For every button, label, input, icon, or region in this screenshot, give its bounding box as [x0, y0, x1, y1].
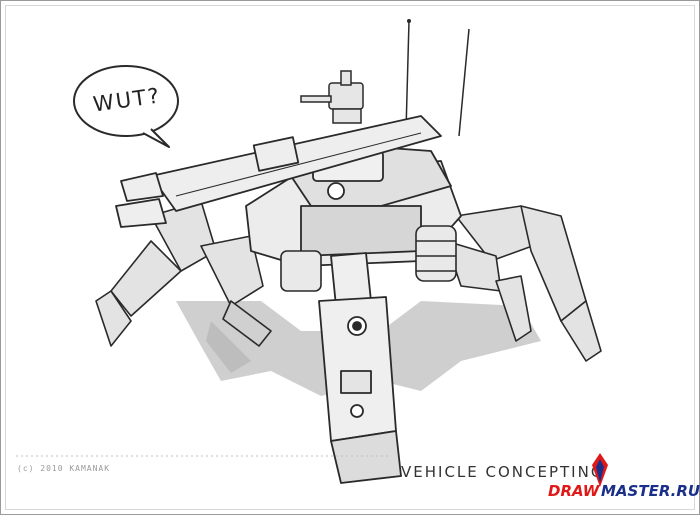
brand-pen-icon	[592, 453, 608, 487]
copyright-text: (c) 2010 KAMANAK	[17, 464, 111, 473]
brand-logo-master: MASTER.RU	[601, 482, 700, 500]
series-title: VEHICLE CONCEPTING	[401, 463, 605, 481]
speech-bubble	[73, 65, 179, 148]
brand-logo-draw: DRAW	[548, 482, 600, 500]
